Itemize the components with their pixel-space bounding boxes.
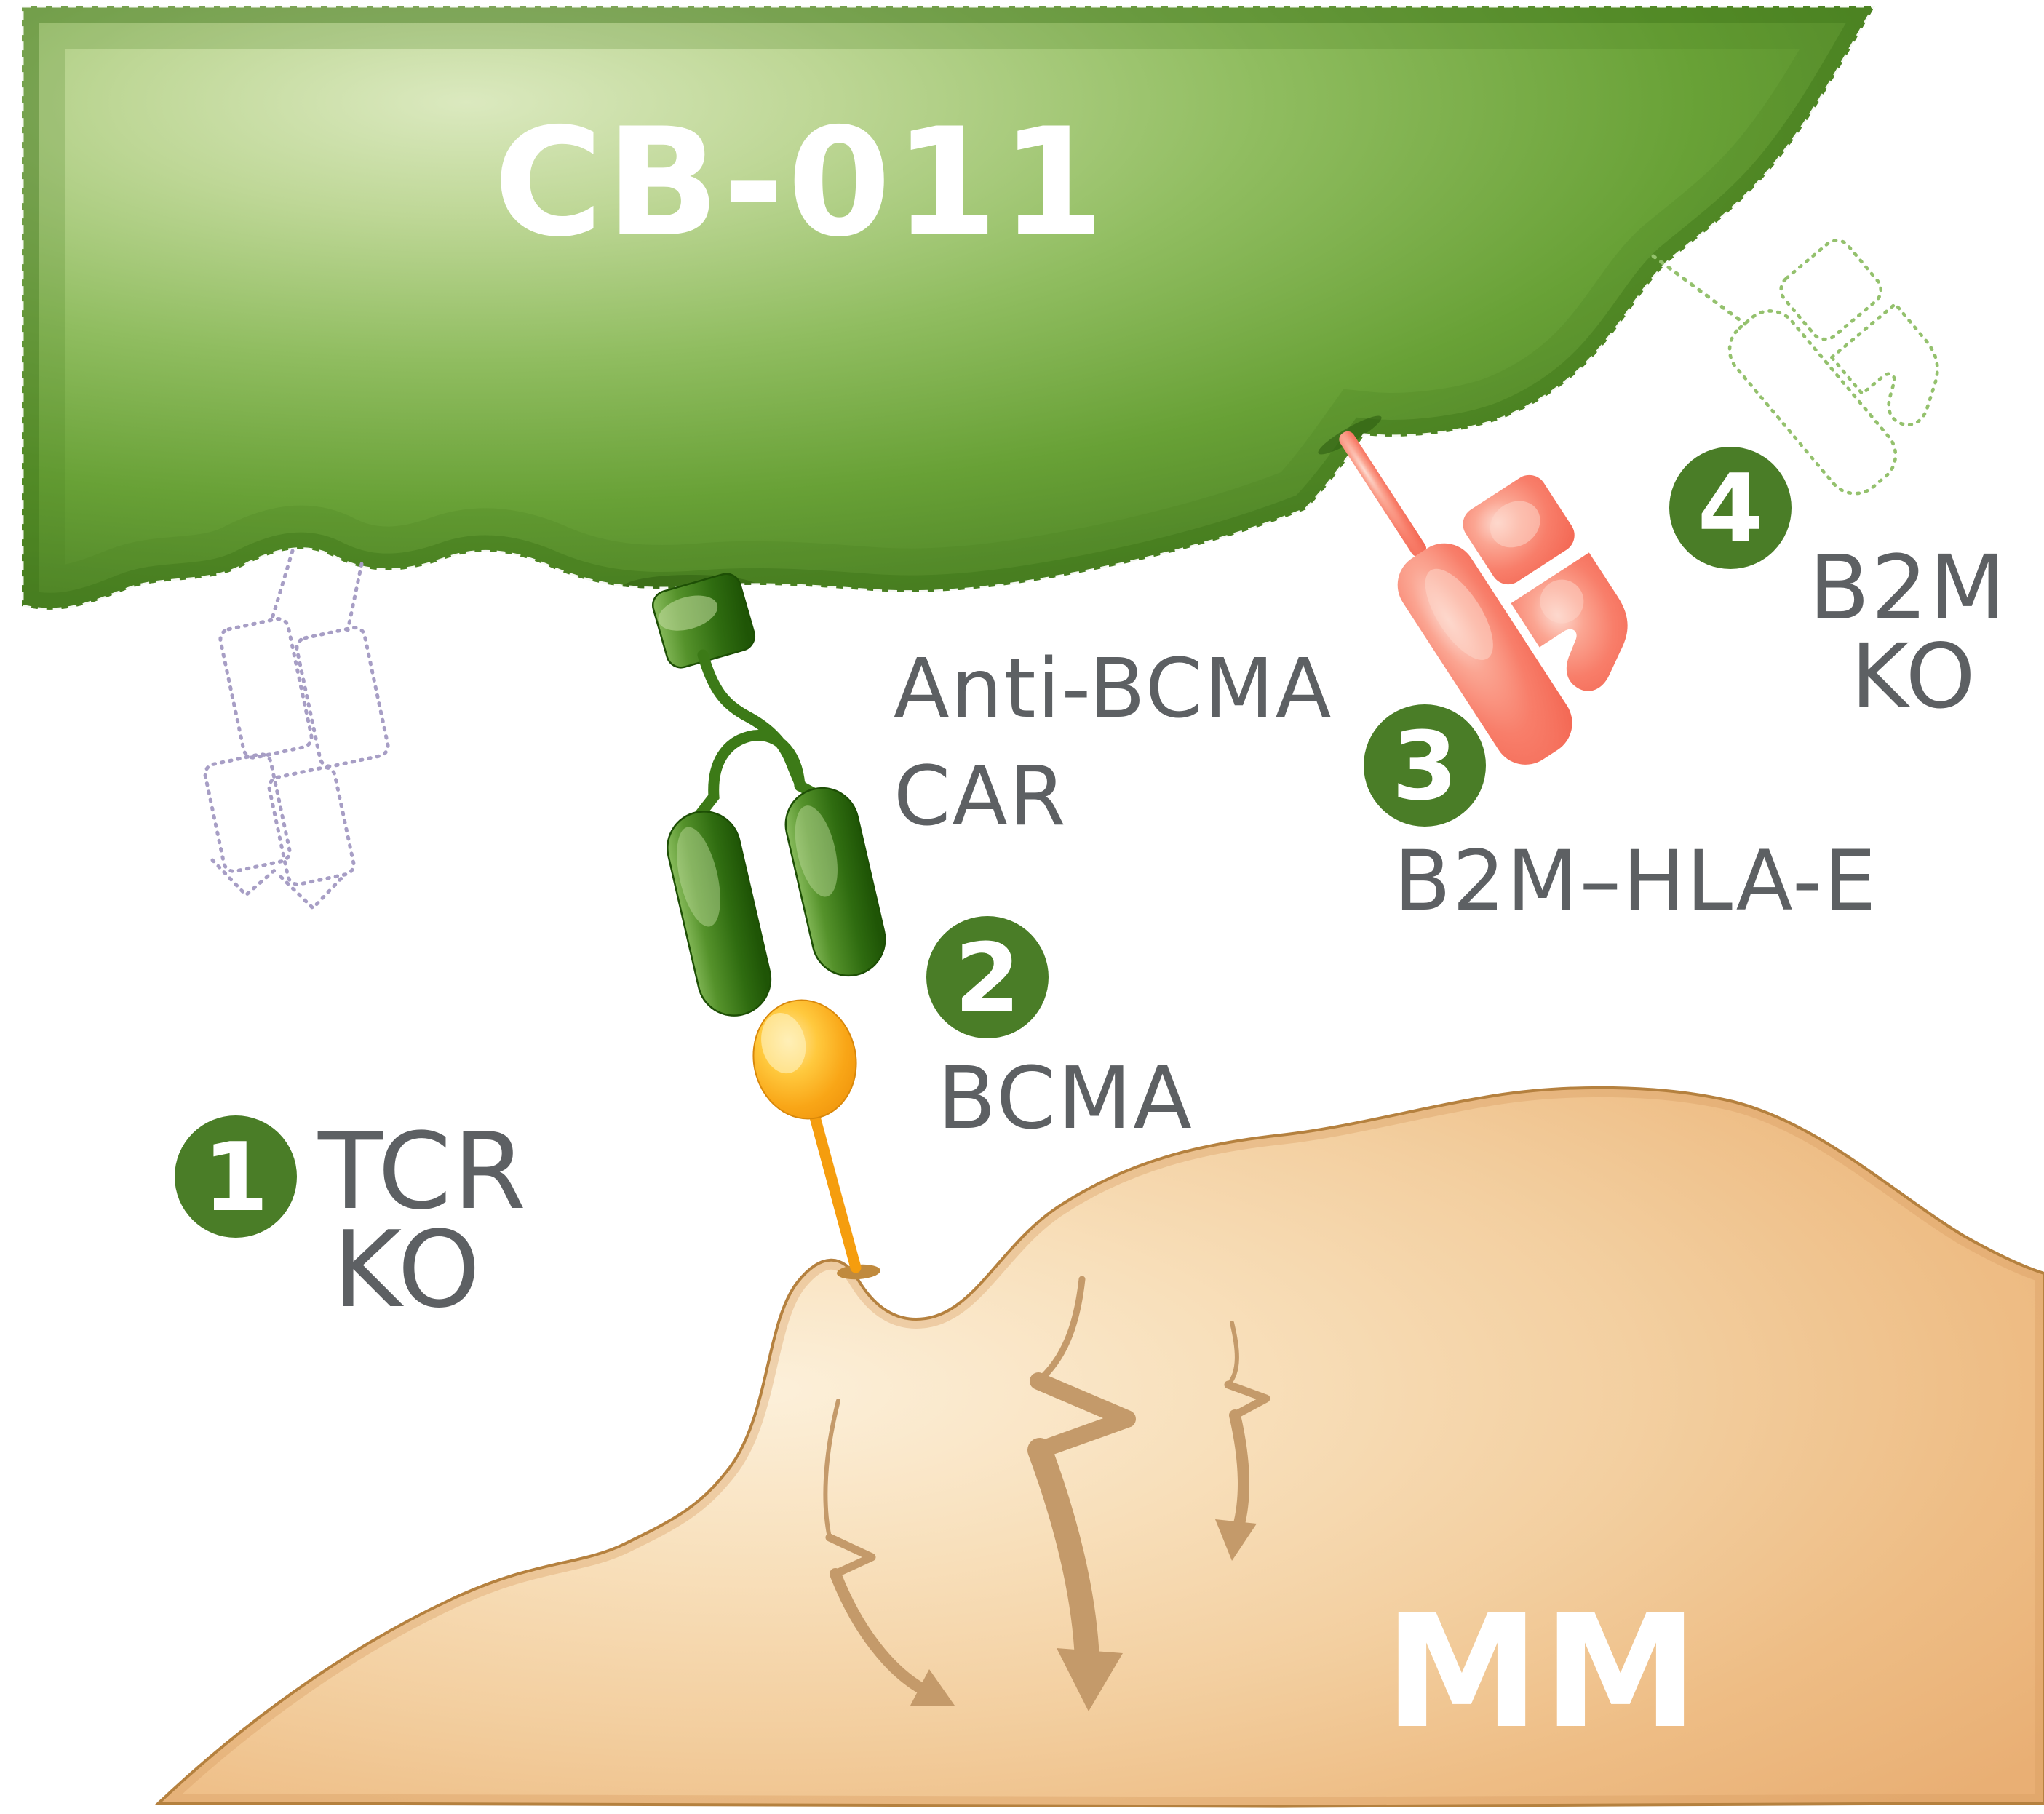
tumor-cell: [157, 1086, 2044, 1808]
kill-arrows: [823, 1276, 1270, 1711]
step-3-circle: [1364, 704, 1486, 827]
step-badge-3: 3: [1364, 704, 1486, 827]
b2m-hla-e-receptor: [1339, 431, 1628, 765]
tcr-stem-right: [346, 562, 364, 632]
step-badges: 1 2 3 4: [175, 447, 1792, 1238]
text-labels: CB-011 MM TCR KO Anti-BCMA CAR BCMA B2M–…: [317, 97, 2008, 1763]
step-3-number: 3: [1392, 711, 1458, 822]
step-4-label-line-1: B2M: [1809, 536, 2008, 640]
step-1-circle: [175, 1115, 297, 1238]
anti-bcma-car-label-line-1: Anti-BCMA: [894, 642, 1332, 736]
step-4-number: 4: [1698, 453, 1763, 564]
hla-stem: [1339, 431, 1427, 557]
step-badge-1: 1: [175, 1115, 297, 1238]
car-scfv-loop: [693, 730, 806, 822]
b2m-ko-long-domain: [1727, 309, 1898, 496]
tcr-domain-upper-right: [295, 626, 390, 768]
tcr-foot-right: [279, 875, 344, 910]
bcma-head: [752, 999, 857, 1120]
step-2-number: 2: [955, 923, 1020, 1033]
step-2-circle: [926, 916, 1049, 1038]
step-3-label: B2M–HLA-E: [1394, 832, 1878, 929]
bcma-stalk: [808, 1106, 862, 1273]
kill-arrow-middle: [1027, 1276, 1136, 1711]
step-4-circle: [1669, 447, 1792, 569]
tcr-domain-upper-left: [218, 617, 314, 760]
car-scfv-domain-right: [784, 787, 886, 977]
step-1-label-line-1: TCR: [317, 1110, 528, 1233]
b2m-ko-outline: [1651, 239, 1939, 496]
step-1-number: 1: [203, 1122, 269, 1233]
anti-bcma-car-receptor: [652, 573, 886, 1120]
car-transmembrane-stub: [652, 573, 755, 669]
kill-arrow-left: [823, 1399, 955, 1706]
anti-bcma-car-label-line-2: CAR: [894, 749, 1067, 844]
bcma-antigen: [808, 1106, 880, 1280]
tumor-cell-label: MM: [1384, 1580, 1701, 1763]
b2m-ko-boot-domain: [1829, 302, 1939, 427]
step-4-label-line-2: KO: [1850, 625, 1976, 728]
b2m-ko-stem: [1651, 254, 1747, 326]
tcr-ko-outline: [203, 549, 390, 910]
car-scfv-domain-left: [667, 811, 772, 1017]
kill-arrow-right: [1215, 1321, 1270, 1561]
tcr-stem-left: [270, 549, 295, 621]
tcr-domain-lower-left: [203, 752, 292, 873]
car-t-cell-label: CB-011: [493, 97, 1108, 270]
step-badge-4: 4: [1669, 447, 1792, 569]
step-badge-2: 2: [926, 916, 1049, 1038]
tcr-domain-lower-right: [267, 765, 356, 886]
step-2-label: BCMA: [937, 1048, 1193, 1148]
step-1-label-line-2: KO: [333, 1209, 482, 1332]
b2m-ko-small-domain: [1779, 239, 1883, 341]
tcr-foot-left: [210, 858, 280, 897]
